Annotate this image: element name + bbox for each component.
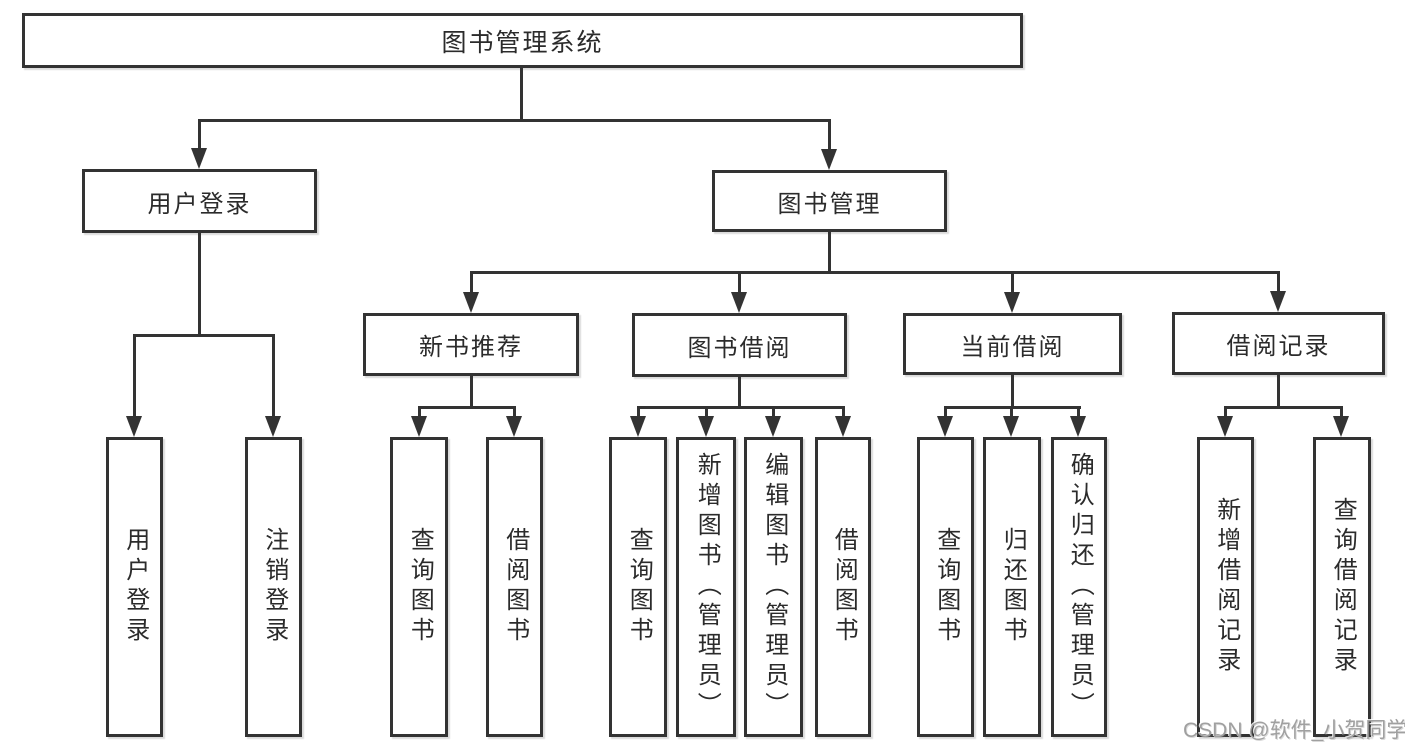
leaf-logout-label: 注销登录 (260, 527, 288, 647)
connector-drop (1340, 406, 1343, 418)
arrowhead-icon (265, 416, 281, 437)
arrowhead-icon (126, 416, 142, 437)
node-new-book-recommend-label: 新书推荐 (419, 334, 523, 361)
leaf-add-book-admin-label: 新增图书（管理员） (693, 452, 721, 722)
connector-stem (828, 232, 831, 273)
node-borrow-records-label: 借阅记录 (1226, 333, 1331, 360)
leaf-query-books-1: 查询图书 (390, 437, 448, 737)
leaf-confirm-return-admin: 确认归还（管理员） (1051, 437, 1107, 737)
arrowhead-icon (835, 416, 851, 437)
node-book-management-label: 图书管理 (777, 190, 882, 218)
leaf-query-books-2: 查询图书 (609, 437, 667, 737)
leaf-query-books-3: 查询图书 (917, 437, 974, 737)
arrowhead-icon (765, 416, 781, 437)
leaf-edit-book-admin-label: 编辑图书（管理员） (760, 452, 788, 722)
connector-stem (198, 233, 201, 336)
connector-rail (637, 406, 844, 409)
node-user-login-label: 用户登录 (147, 190, 252, 218)
watermark: CSDN @软件_小贺同学 (1183, 719, 1405, 742)
connector-drop (470, 271, 473, 294)
leaf-query-borrow-record-label: 查询借阅记录 (1329, 497, 1357, 677)
connector-drop (1224, 406, 1227, 418)
leaf-query-borrow-record: 查询借阅记录 (1313, 437, 1371, 737)
connector-drop (133, 334, 136, 418)
leaf-user-login: 用户登录 (106, 437, 163, 737)
connector-drop (418, 406, 421, 418)
node-current-borrow-label: 当前借阅 (960, 333, 1065, 361)
arrowhead-icon (630, 416, 646, 437)
arrowhead-icon (1270, 291, 1286, 312)
connector-rail (418, 406, 516, 409)
node-root: 图书管理系统 (22, 13, 1023, 68)
connector-drop (1277, 271, 1280, 293)
node-borrow-records: 借阅记录 (1172, 312, 1385, 375)
leaf-return-book: 归还图书 (983, 437, 1041, 737)
connector-drop (1011, 271, 1014, 294)
leaf-borrow-books-2: 借阅图书 (815, 437, 871, 737)
connector-drop (944, 406, 947, 418)
leaf-return-book-label: 归还图书 (999, 527, 1027, 647)
arrowhead-icon (191, 148, 207, 169)
arrowhead-icon (1003, 416, 1019, 437)
connector-root-rail (198, 119, 831, 122)
connector-root-stem (520, 68, 523, 121)
leaf-query-books-2-label: 查询图书 (625, 527, 653, 647)
arrowhead-icon (463, 292, 479, 313)
connector-drop (828, 119, 831, 152)
leaf-add-borrow-record-label: 新增借阅记录 (1212, 497, 1240, 677)
arrowhead-icon (698, 416, 714, 437)
node-book-borrow: 图书借阅 (632, 313, 847, 377)
arrowhead-icon (821, 149, 837, 170)
connector-drop (637, 406, 640, 418)
arrowhead-icon (411, 416, 427, 437)
connector-drop (738, 271, 741, 294)
connector-rail (133, 334, 275, 337)
leaf-user-login-label: 用户登录 (121, 527, 149, 647)
arrowhead-icon (1004, 292, 1020, 313)
leaf-borrow-books-1: 借阅图书 (486, 437, 543, 737)
node-user-login: 用户登录 (82, 169, 317, 233)
leaf-query-books-1-label: 查询图书 (406, 527, 434, 647)
connector-drop (272, 334, 275, 418)
leaf-add-book-admin: 新增图书（管理员） (676, 437, 736, 737)
arrowhead-icon (506, 416, 522, 437)
leaf-borrow-books-2-label: 借阅图书 (830, 527, 858, 647)
leaf-confirm-return-admin-label: 确认归还（管理员） (1066, 452, 1094, 722)
leaf-borrow-books-1-label: 借阅图书 (501, 527, 529, 647)
connector-drop (1077, 406, 1080, 418)
connector-drop (198, 119, 201, 151)
node-root-label: 图书管理系统 (441, 28, 604, 57)
arrowhead-icon (1333, 416, 1349, 437)
connector-drop (705, 406, 708, 418)
node-book-management: 图书管理 (712, 170, 947, 232)
leaf-query-books-3-label: 查询图书 (932, 527, 960, 647)
connector-drop (842, 406, 845, 418)
leaf-edit-book-admin: 编辑图书（管理员） (744, 437, 803, 737)
connector-drop (1010, 406, 1013, 418)
connector-rail (1224, 406, 1342, 409)
arrowhead-icon (1070, 416, 1086, 437)
connector-stem (1011, 375, 1014, 408)
leaf-add-borrow-record: 新增借阅记录 (1197, 437, 1254, 737)
node-book-borrow-label: 图书借阅 (687, 334, 792, 362)
connector-rail (470, 271, 1280, 274)
connector-stem (738, 377, 741, 408)
connector-stem (470, 376, 473, 408)
connector-drop (772, 406, 775, 418)
leaf-logout: 注销登录 (245, 437, 302, 737)
arrowhead-icon (731, 292, 747, 313)
connector-stem (1277, 375, 1280, 408)
node-new-book-recommend: 新书推荐 (363, 313, 579, 376)
arrowhead-icon (1217, 416, 1233, 437)
node-current-borrow: 当前借阅 (903, 313, 1122, 375)
connector-drop (513, 406, 516, 418)
arrowhead-icon (937, 416, 953, 437)
